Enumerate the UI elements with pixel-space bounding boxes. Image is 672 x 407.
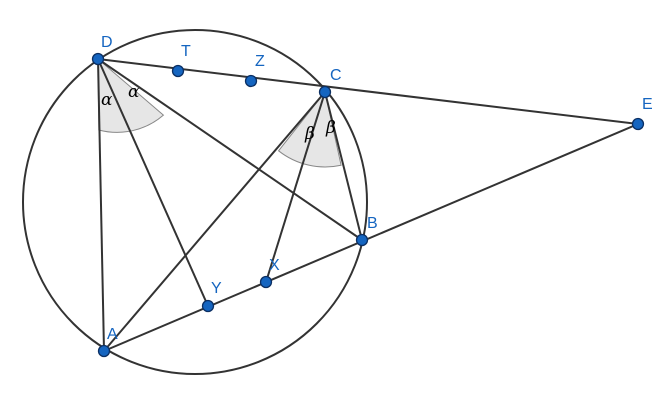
segment-d-y xyxy=(97,58,209,307)
point-label-y: Y xyxy=(211,280,222,297)
segments xyxy=(97,58,639,352)
angle-sectors xyxy=(97,57,342,168)
angle-label-alpha-left: α xyxy=(101,90,113,110)
angle-label-alpha-right: α xyxy=(128,82,140,102)
point-label-c: C xyxy=(330,67,342,84)
point-t xyxy=(171,64,185,78)
point-label-a: A xyxy=(107,326,118,343)
angle-sector-beta-c xyxy=(277,90,342,168)
point-label-x: X xyxy=(269,257,280,274)
segment-d-b xyxy=(97,58,363,241)
segment-c-b xyxy=(324,91,363,241)
point-labels: D T Z C E B X Y A xyxy=(101,34,653,343)
angle-label-beta-left: β xyxy=(304,124,315,144)
angle-labels: α α β β xyxy=(101,82,336,144)
point-b xyxy=(355,233,369,247)
point-d xyxy=(91,52,105,66)
point-c xyxy=(318,85,332,99)
point-x xyxy=(259,275,273,289)
point-e xyxy=(631,117,645,131)
point-a xyxy=(97,344,111,358)
angle-sector-alpha-d xyxy=(97,57,165,133)
segment-d-a xyxy=(97,58,105,352)
angle-label-beta-right: β xyxy=(325,118,336,138)
circumcircle xyxy=(22,29,368,375)
point-z xyxy=(244,74,258,88)
segment-d-e xyxy=(97,58,639,125)
point-y xyxy=(201,299,215,313)
points xyxy=(91,52,645,358)
segment-a-e xyxy=(103,123,639,352)
point-label-z: Z xyxy=(255,53,265,70)
point-label-t: T xyxy=(181,43,191,60)
point-label-b: B xyxy=(367,215,378,232)
point-label-e: E xyxy=(642,96,653,113)
point-label-d: D xyxy=(101,34,113,51)
segment-c-a xyxy=(103,91,326,352)
segment-c-x xyxy=(265,91,326,283)
